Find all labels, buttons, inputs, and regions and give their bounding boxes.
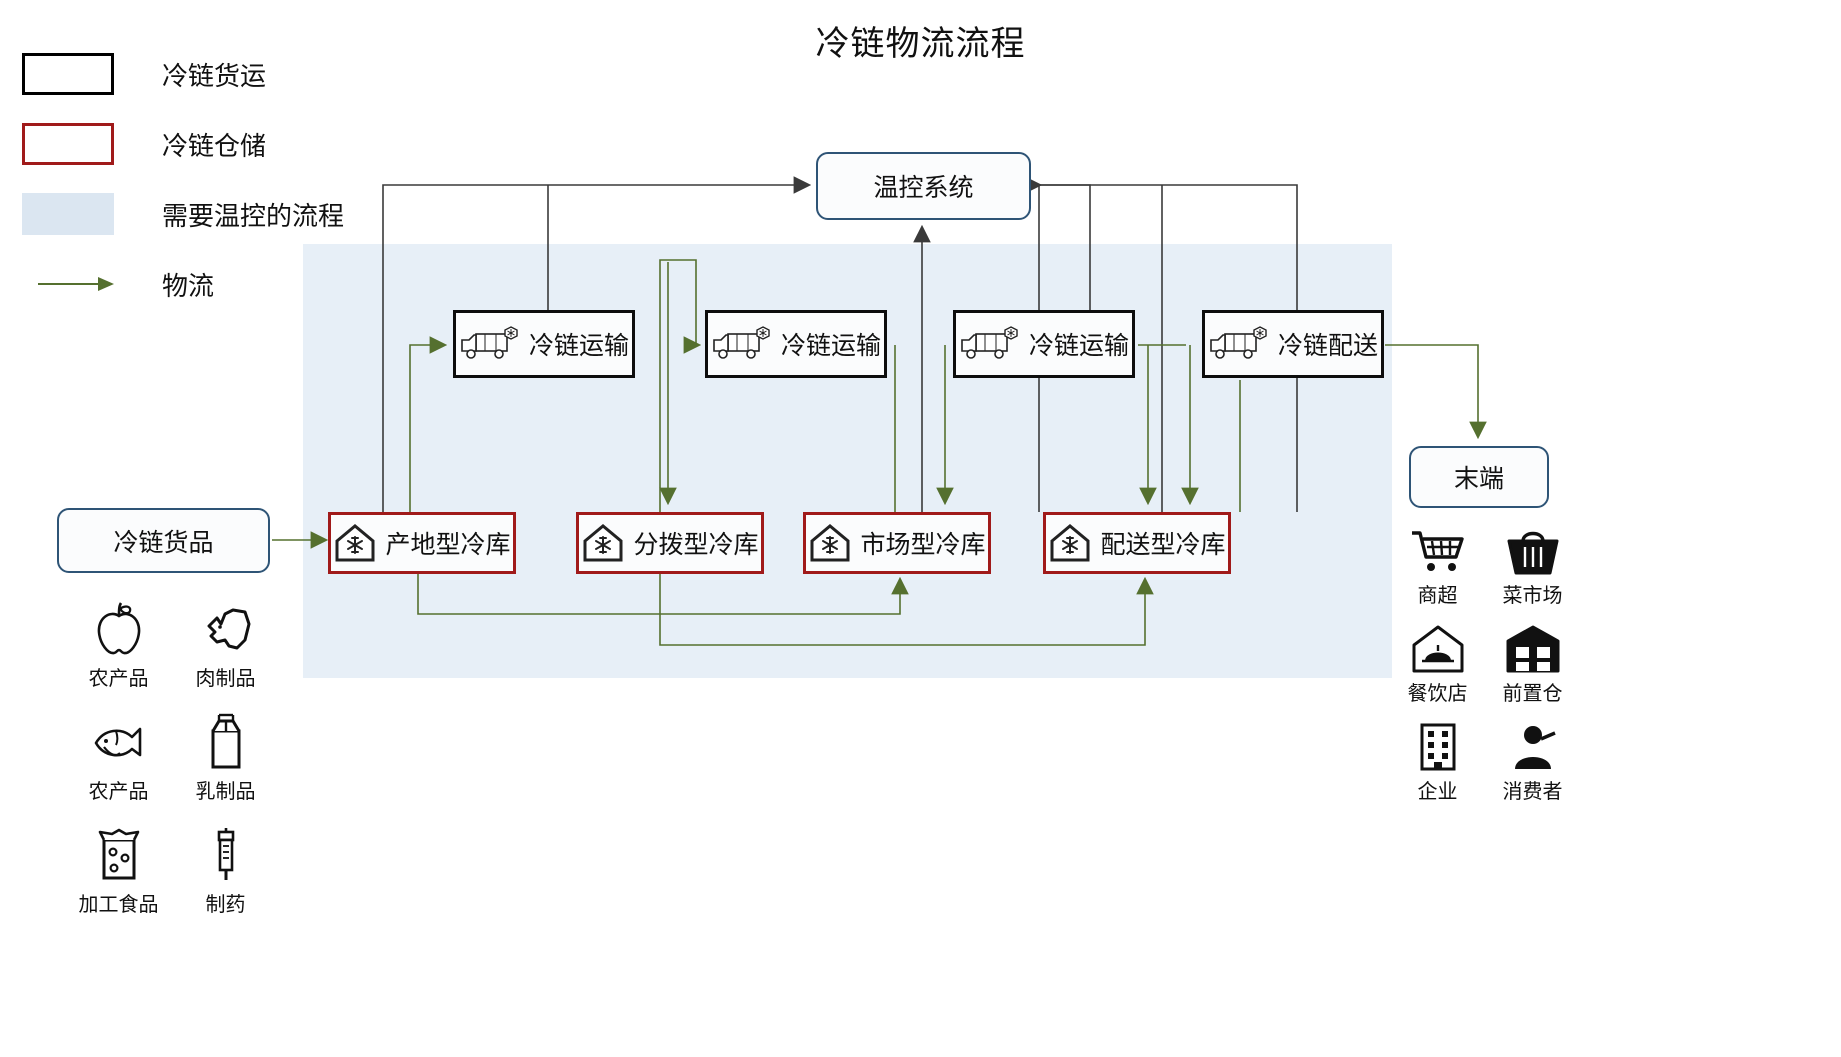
transport-label-2: 冷链运输 <box>780 333 881 360</box>
meat-icon <box>207 608 250 650</box>
terminal-label-front-warehouse: 前置仓 <box>1502 683 1563 705</box>
transport-label-4: 冷链配送 <box>1277 333 1378 360</box>
goods-icon-cell-packaged-food: 加工食品 <box>66 824 171 917</box>
warehouse-node-2[interactable]: 分拨型冷库 <box>576 512 764 574</box>
transport-node-1[interactable]: 冷链运输 <box>453 310 635 378</box>
terminal-label-enterprise: 企业 <box>1417 781 1458 803</box>
terminal-label-wet-market: 菜市场 <box>1502 585 1563 607</box>
temp-control-system-node[interactable]: 温控系统 <box>816 152 1031 220</box>
refrigerated-truck-icon <box>961 326 1018 359</box>
shopping-basket-icon <box>1507 531 1558 575</box>
legend: 冷链货运 冷链仓储 需要温控的流程 物流 <box>22 48 442 328</box>
refrigerated-truck-icon <box>1210 326 1267 359</box>
terminal-icon-cell-supermarket: 商超 <box>1390 525 1485 608</box>
terminal-channel-icons: 商超 菜市场 餐饮店 <box>1390 525 1580 815</box>
terminal-label-supermarket: 商超 <box>1417 585 1458 607</box>
terminal-icon-cell-enterprise: 企业 <box>1390 721 1485 804</box>
terminal-icon-cell-wet-market: 菜市场 <box>1485 525 1580 608</box>
goods-icon-cell-apple: 农产品 <box>66 598 171 691</box>
transport-label-1: 冷链运输 <box>528 333 629 360</box>
goods-label-apple: 农产品 <box>88 668 149 690</box>
warehouse-icon <box>1506 625 1559 673</box>
warehouse-label-1: 产地型冷库 <box>385 532 511 559</box>
terminal-icon-cell-front-warehouse: 前置仓 <box>1485 623 1580 706</box>
cold-storage-house-icon <box>810 524 850 562</box>
legend-swatch-blue-fill <box>22 193 114 235</box>
goods-label-packaged-food: 加工食品 <box>78 894 159 916</box>
transport-node-2[interactable]: 冷链运输 <box>705 310 887 378</box>
goods-category-icons: 农产品 肉制品 农产品 <box>60 598 290 916</box>
page-title: 冷链物流流程 <box>815 26 1026 63</box>
syringe-icon <box>217 828 234 880</box>
legend-swatch-black-rect <box>22 53 114 95</box>
transport-label-3: 冷链运输 <box>1028 333 1129 360</box>
goods-icon-cell-meat: 肉制品 <box>173 598 278 691</box>
cold-chain-goods-label: 冷链货品 <box>113 529 214 557</box>
terminal-icon-cell-consumer: 消费者 <box>1485 721 1580 804</box>
terminal-label-consumer: 消费者 <box>1502 781 1563 803</box>
cold-storage-house-icon <box>1050 524 1090 562</box>
legend-label-storage: 冷链仓储 <box>162 131 267 161</box>
legend-label-freight: 冷链货运 <box>162 61 267 91</box>
terminal-label: 末端 <box>1453 466 1504 493</box>
legend-item-temp-zone: 需要温控的流程 <box>22 188 442 240</box>
goods-label-meat: 肉制品 <box>195 668 256 690</box>
restaurant-icon <box>1412 625 1463 673</box>
warehouse-node-4[interactable]: 配送型冷库 <box>1043 512 1231 574</box>
legend-label-logistics: 物流 <box>162 271 215 301</box>
consumer-person-icon <box>1514 726 1556 769</box>
terminal-icon-cell-restaurant: 餐饮店 <box>1390 623 1485 706</box>
goods-icon-cell-pharma: 制药 <box>173 824 278 917</box>
shopping-cart-icon <box>1411 531 1464 571</box>
transport-node-3[interactable]: 冷链运输 <box>953 310 1135 378</box>
warehouse-label-4: 配送型冷库 <box>1100 532 1226 559</box>
terminal-node[interactable]: 末端 <box>1409 446 1549 508</box>
goods-label-fish: 农产品 <box>88 781 149 803</box>
goods-icon-cell-milk: 乳制品 <box>173 711 278 804</box>
milk-carton-icon <box>211 713 240 769</box>
warehouse-node-3[interactable]: 市场型冷库 <box>803 512 991 574</box>
legend-swatch-red-rect <box>22 123 114 165</box>
transport-node-4[interactable]: 冷链配送 <box>1202 310 1384 378</box>
goods-icon-cell-fish: 农产品 <box>66 711 171 804</box>
goods-label-milk: 乳制品 <box>195 781 256 803</box>
terminal-label-restaurant: 餐饮店 <box>1407 683 1468 705</box>
legend-label-temp-zone: 需要温控的流程 <box>162 201 345 231</box>
legend-swatch-green-arrow <box>22 263 114 305</box>
refrigerated-truck-icon <box>461 326 518 359</box>
goods-label-pharma: 制药 <box>205 894 246 916</box>
warehouse-label-2: 分拨型冷库 <box>633 532 759 559</box>
legend-item-freight: 冷链货运 <box>22 48 442 100</box>
legend-item-storage: 冷链仓储 <box>22 118 442 170</box>
apple-icon <box>97 602 140 655</box>
office-building-icon <box>1420 723 1455 771</box>
warehouse-node-1[interactable]: 产地型冷库 <box>328 512 516 574</box>
cold-storage-house-icon <box>583 524 623 562</box>
refrigerated-truck-icon <box>713 326 770 359</box>
packaged-food-icon <box>98 828 139 880</box>
warehouse-label-3: 市场型冷库 <box>860 532 986 559</box>
fish-icon <box>94 727 141 757</box>
cold-chain-goods-node[interactable]: 冷链货品 <box>57 508 270 573</box>
temp-control-system-label: 温控系统 <box>873 175 974 202</box>
flow-arrow-icon <box>38 277 114 291</box>
cold-storage-house-icon <box>335 524 375 562</box>
legend-item-logistics: 物流 <box>22 258 442 310</box>
